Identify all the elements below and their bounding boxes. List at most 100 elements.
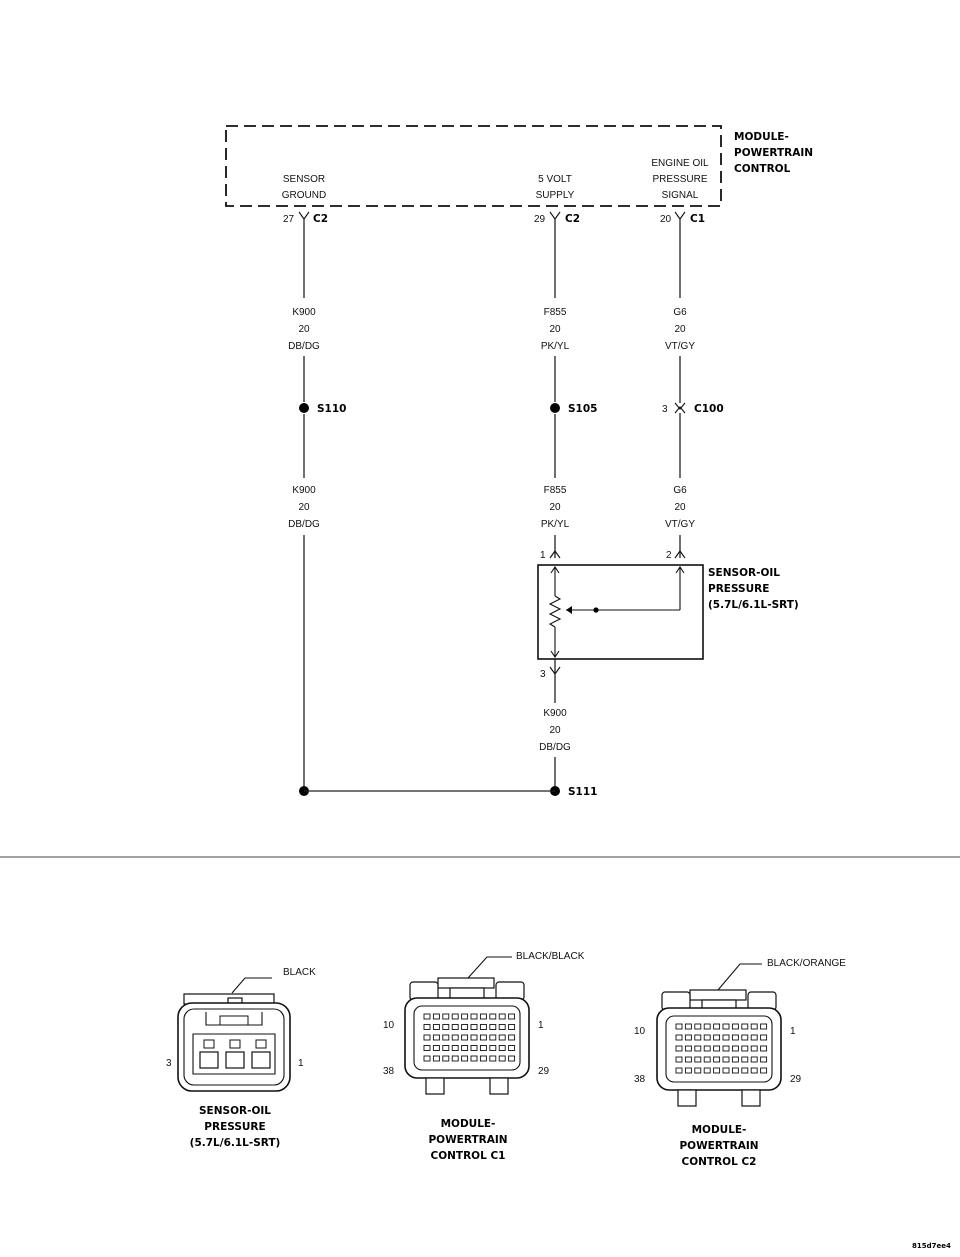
svg-text:29: 29 — [790, 1074, 802, 1085]
connector-cavity — [508, 1024, 516, 1030]
splice-s110-dot — [299, 403, 309, 413]
figure-id: 815d7ee4 — [912, 1242, 951, 1250]
potentiometer-symbol — [548, 566, 685, 658]
connector-cavity — [461, 1013, 469, 1020]
connector-cavity — [442, 1024, 450, 1030]
wire-color: VT/GY — [665, 341, 695, 352]
connector-cavity — [731, 1023, 739, 1030]
svg-text:C1: C1 — [690, 213, 705, 225]
sensor-pin-1: 1 — [540, 550, 561, 561]
wire-code: G6 — [673, 485, 687, 496]
caption-c2-2: POWERTRAIN — [679, 1140, 758, 1152]
connector-cavity — [675, 1034, 683, 1041]
connector-cavity — [489, 1055, 497, 1062]
connector-cavity — [442, 1055, 450, 1062]
connector-cavity — [741, 1023, 749, 1030]
wire-color: DB/DG — [539, 742, 571, 753]
caption-c1-1: MODULE- — [441, 1118, 496, 1130]
pcm-pin-27-c2: 27 C2 — [283, 211, 328, 225]
connector-cavity — [479, 1024, 487, 1030]
connector-cavity — [684, 1067, 692, 1074]
connector-cavity — [684, 1023, 692, 1030]
connector-cavity — [508, 1034, 516, 1041]
connector-cavity — [741, 1045, 749, 1052]
connector-cavity — [442, 1013, 450, 1020]
pin-label-sensor-ground-1: SENSOR — [283, 174, 325, 185]
pcm-c2-connector-face: BLACK/ORANGE 10 1 38 29 — [634, 958, 846, 1107]
connector-cavity — [750, 1056, 758, 1063]
connector-cavity — [423, 1024, 431, 1030]
connector-cavity — [479, 1055, 487, 1062]
connector-cavity — [489, 1034, 497, 1041]
connector-cavity — [451, 1034, 459, 1041]
connector-cavity — [479, 1034, 487, 1041]
splice-s110-label: S110 — [317, 403, 346, 415]
svg-text:BLACK/BLACK: BLACK/BLACK — [516, 951, 585, 962]
wire-color: VT/GY — [665, 519, 695, 530]
connector-cavity — [684, 1034, 692, 1041]
svg-text:3: 3 — [540, 669, 546, 680]
connector-cavity — [731, 1056, 739, 1063]
caption-sensor-3: (5.7L/6.1L-SRT) — [190, 1137, 281, 1149]
svg-text:1: 1 — [790, 1026, 796, 1037]
sensor-title-line2: PRESSURE — [708, 583, 769, 595]
svg-text:27: 27 — [283, 214, 295, 225]
wire-code: K900 — [292, 307, 316, 318]
wire-gauge: 20 — [298, 324, 310, 335]
connector-cavity — [451, 1045, 459, 1051]
connector-cavity — [461, 1024, 469, 1030]
connector-cavity — [703, 1056, 711, 1063]
splice-s105-label: S105 — [568, 403, 597, 415]
connector-cavity — [498, 1034, 506, 1041]
module-title-line1: MODULE- — [734, 131, 789, 143]
pcm-pin-29-c2: 29 C2 — [534, 211, 580, 225]
connector-cavity — [498, 1055, 506, 1062]
connector-cavity — [722, 1056, 730, 1063]
svg-text:10: 10 — [383, 1020, 395, 1031]
connector-cavity — [470, 1013, 478, 1020]
connector-cavity — [713, 1034, 721, 1041]
connector-cavity — [694, 1034, 702, 1041]
pin-label-5v-supply-1: 5 VOLT — [538, 174, 572, 185]
pcm-c1-connector-face: BLACK/BLACK 10 1 38 29 — [383, 951, 585, 1095]
sensor-pin-2: 2 — [666, 550, 686, 561]
connector-cavity — [461, 1055, 469, 1062]
connector-cavity — [750, 1067, 758, 1074]
caption-sensor-2: PRESSURE — [204, 1121, 265, 1133]
svg-text:C2: C2 — [313, 213, 328, 225]
svg-text:1: 1 — [298, 1058, 304, 1069]
connector-cavity — [423, 1055, 431, 1062]
wire-color: DB/DG — [288, 519, 320, 530]
svg-text:3: 3 — [166, 1058, 172, 1069]
connector-cavity — [489, 1024, 497, 1030]
connector-cavity — [442, 1045, 450, 1051]
connector-cavity — [741, 1034, 749, 1041]
connector-cavity — [760, 1056, 768, 1063]
inline-connector-c100: 3 C100 — [662, 402, 724, 415]
connector-cavity — [722, 1045, 730, 1052]
connector-cavity — [694, 1056, 702, 1063]
wire-code: G6 — [673, 307, 687, 318]
connector-cavity — [432, 1045, 440, 1051]
pin-label-oil-signal-2: PRESSURE — [652, 174, 707, 185]
connector-cavity — [760, 1045, 768, 1052]
sensor-pin-3: 3 — [540, 666, 561, 680]
connector-cavity — [713, 1067, 721, 1074]
connector-cavity — [461, 1034, 469, 1041]
connector-cavity — [508, 1013, 516, 1020]
svg-text:1: 1 — [538, 1020, 544, 1031]
connector-cavity — [423, 1045, 431, 1051]
connector-cavity — [731, 1067, 739, 1074]
wire-gauge: 20 — [549, 324, 561, 335]
svg-text:29: 29 — [534, 214, 546, 225]
connector-cavity — [451, 1024, 459, 1030]
connector-cavity — [731, 1045, 739, 1052]
splice-s111-label: S111 — [568, 786, 597, 798]
connector-cavity — [722, 1034, 730, 1041]
wire-gauge: 20 — [549, 502, 561, 513]
connector-cavity — [760, 1034, 768, 1041]
connector-cavity — [713, 1056, 721, 1063]
svg-text:38: 38 — [383, 1066, 395, 1077]
svg-text:BLACK: BLACK — [283, 967, 316, 978]
connector-cavity — [432, 1013, 440, 1020]
